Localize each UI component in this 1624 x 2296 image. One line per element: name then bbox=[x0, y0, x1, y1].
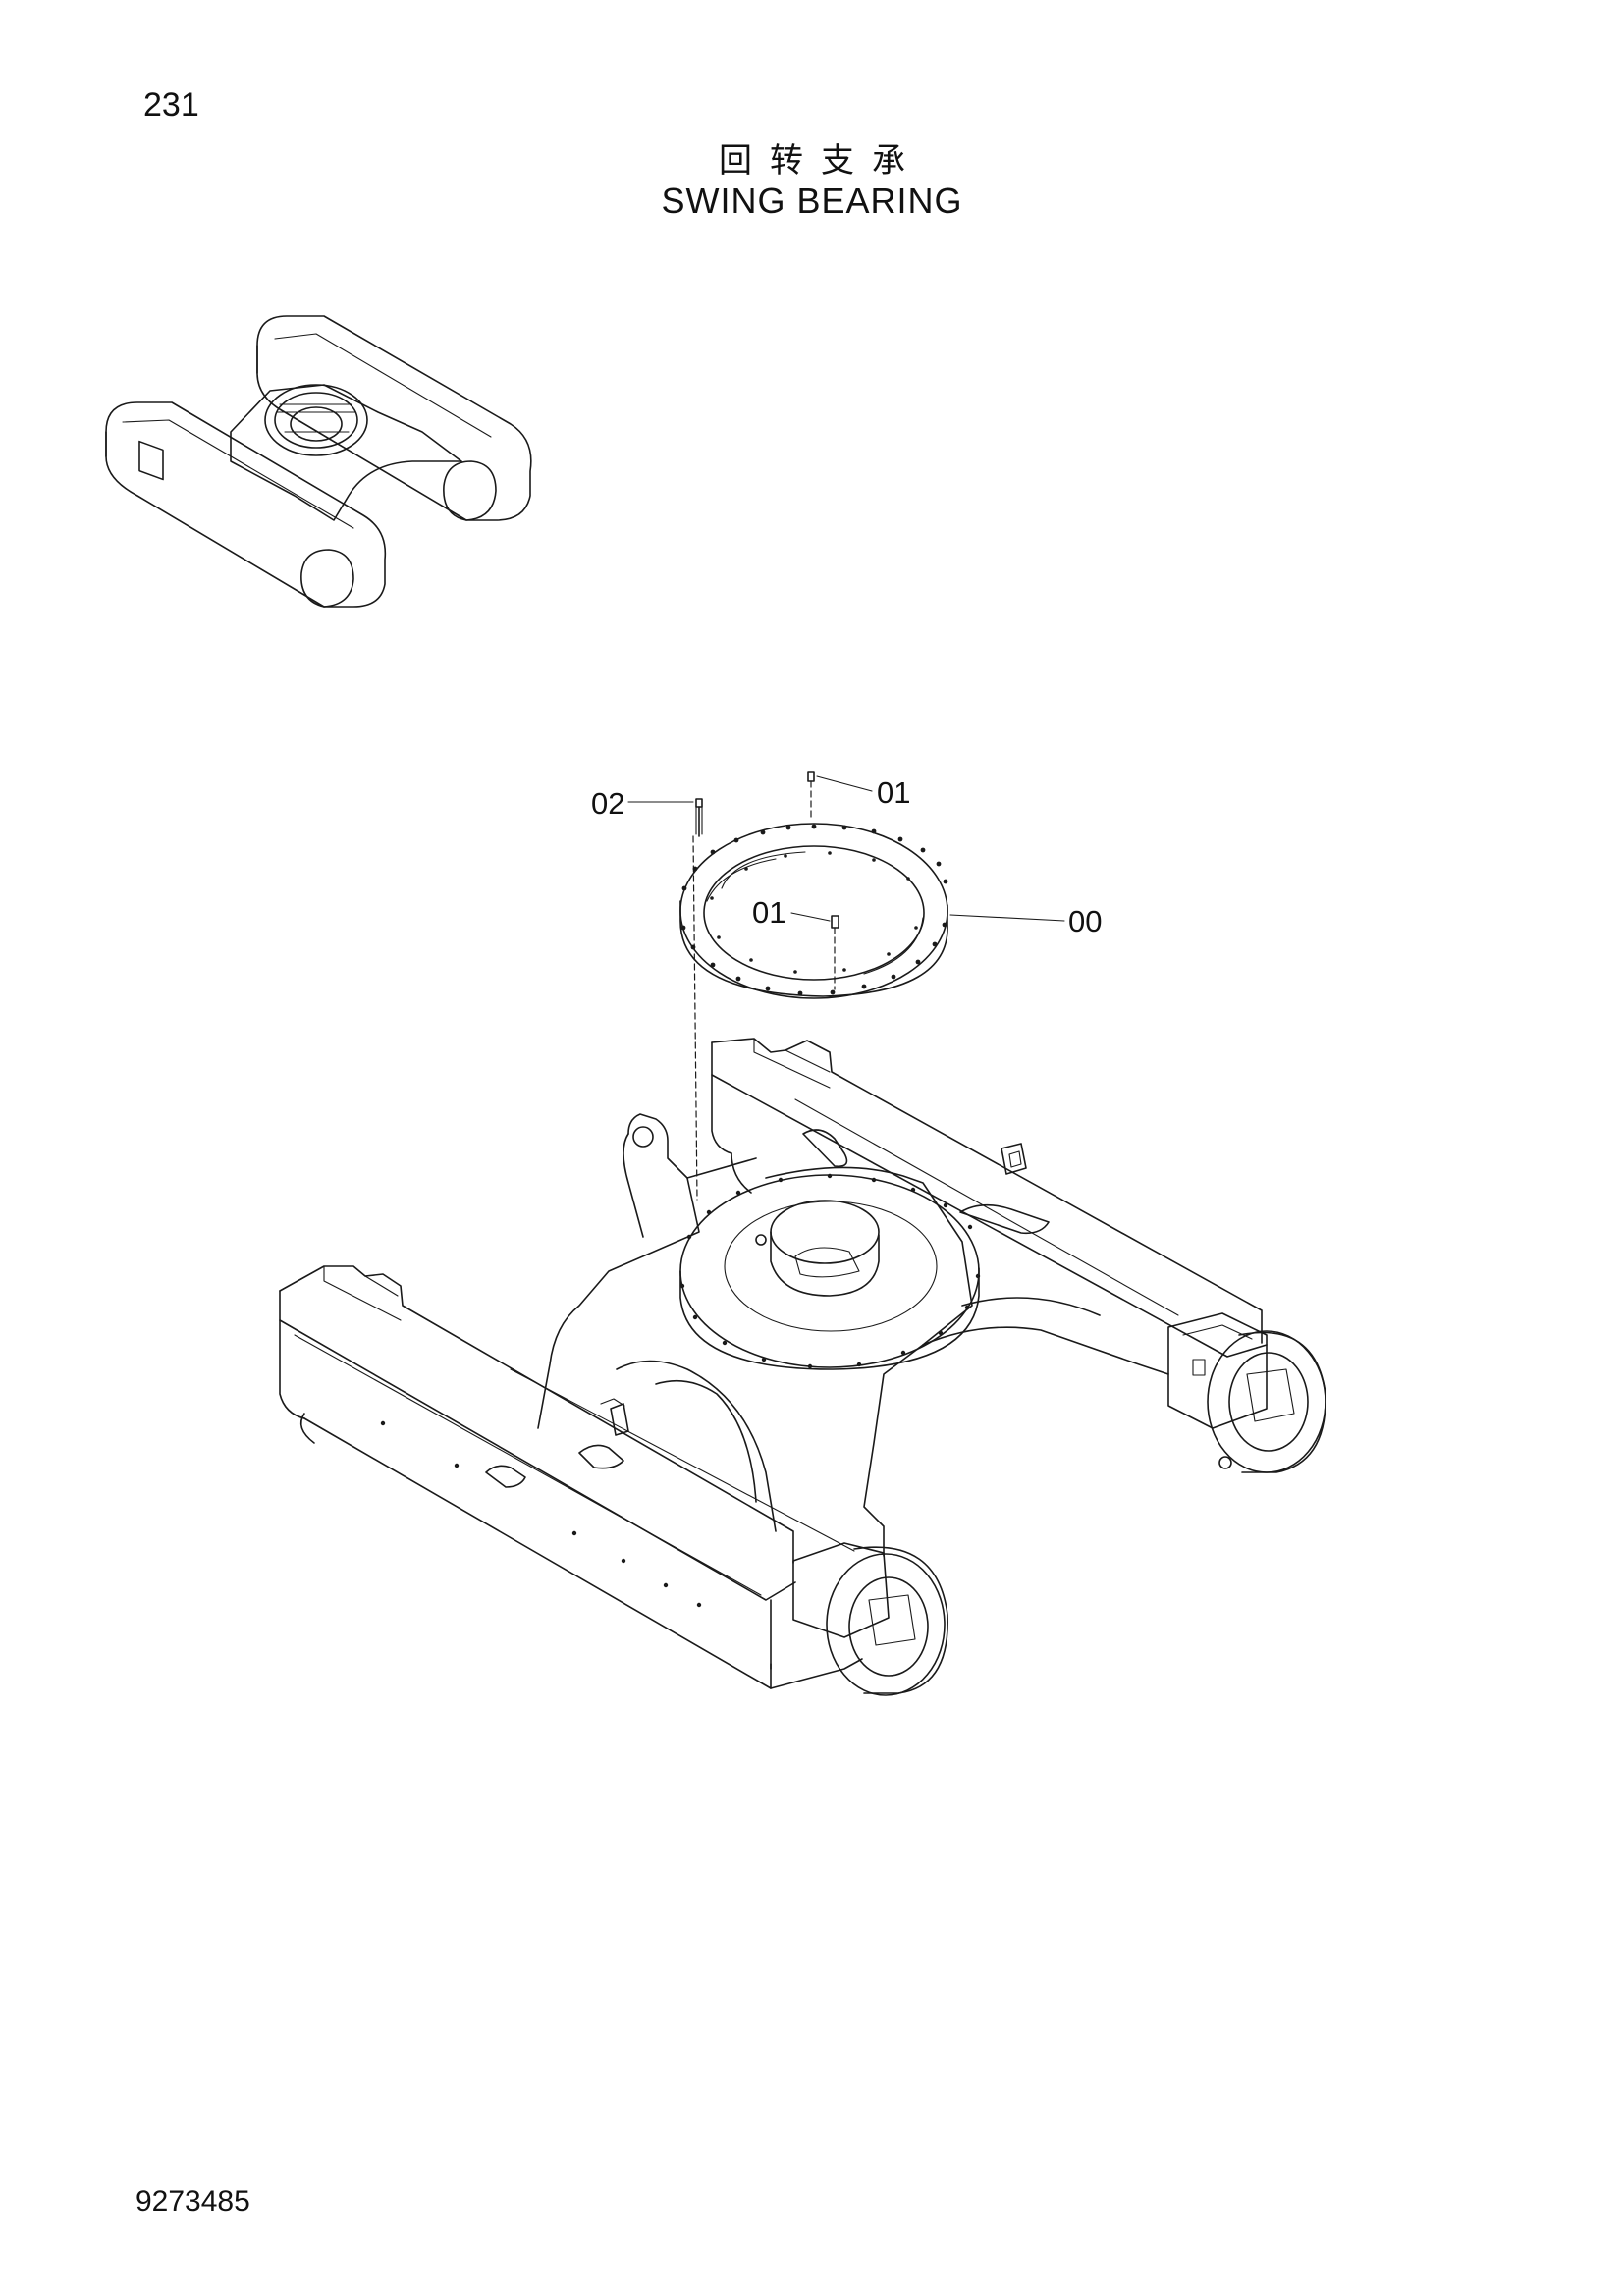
callout-00: 00 bbox=[1068, 904, 1102, 938]
document-number: 9273485 bbox=[135, 2185, 250, 2217]
thumbnail-undercarriage bbox=[105, 315, 532, 608]
grease-nipple-01-top bbox=[807, 771, 815, 820]
swing-bearing-ring bbox=[679, 823, 948, 999]
callout-01-top: 01 bbox=[877, 775, 910, 810]
page-title-chinese: 回转支承 bbox=[719, 142, 923, 180]
leader-lines bbox=[627, 775, 1065, 1201]
callout-01-inner: 01 bbox=[752, 895, 785, 930]
page-title-english: SWING BEARING bbox=[661, 181, 963, 221]
grease-nipple-01-inner bbox=[831, 915, 839, 990]
track-frame bbox=[279, 1038, 1326, 1696]
bolt-02 bbox=[695, 798, 703, 837]
page-number: 231 bbox=[143, 86, 199, 124]
callout-02: 02 bbox=[591, 786, 624, 821]
